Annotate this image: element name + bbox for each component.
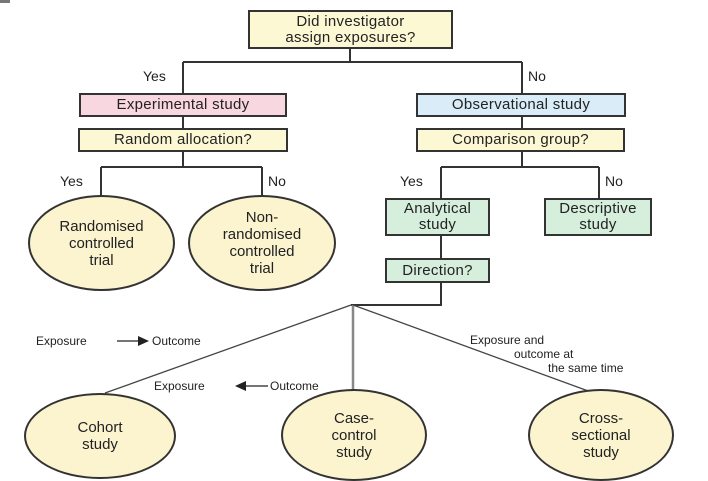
descriptive-line-2: study: [579, 216, 617, 233]
forward-outcome-label: Outcome: [152, 334, 201, 348]
randomised-controlled-trial-ellipse: Randomised controlled trial: [28, 195, 175, 291]
forward-exposure-label: Exposure: [36, 334, 87, 348]
simultaneous-line-1: Exposure and: [470, 333, 545, 347]
forward-arrow-icon: [138, 336, 149, 346]
descriptive-line-1: Descriptive: [559, 200, 637, 217]
experimental-study-box: Experimental study: [79, 93, 287, 117]
random-allocation-box: Random allocation?: [78, 128, 288, 152]
case-control-study-ellipse: Case- control study: [281, 389, 427, 481]
simultaneous-line-2: outcome at: [514, 347, 574, 361]
analytical-study-box: Analytical study: [385, 198, 490, 236]
descriptive-study-box: Descriptive study: [544, 198, 652, 236]
comparison-no-label: No: [605, 173, 623, 189]
cohort-study-ellipse: Cohort study: [24, 393, 176, 479]
connector-fan-cross-sectional: [352, 304, 592, 393]
analytical-line-2: study: [418, 216, 457, 233]
backward-arrow-icon: [235, 381, 246, 391]
backward-exposure-label: Exposure: [154, 379, 205, 393]
random-yes-label: Yes: [60, 173, 83, 189]
connector-direction-to-fan: [351, 283, 442, 306]
direction-box: Direction?: [385, 258, 490, 283]
branch-no-label: No: [528, 68, 546, 84]
root-question-box: Did investigator assign exposures?: [248, 10, 453, 49]
branch-yes-label: Yes: [143, 68, 166, 84]
corner-artifact: [0, 0, 10, 3]
analytical-line-1: Analytical: [403, 200, 472, 217]
comparison-yes-label: Yes: [400, 173, 423, 189]
cross-sectional-study-ellipse: Cross- sectional study: [528, 389, 674, 481]
random-no-label: No: [268, 173, 286, 189]
connector-fan-cohort: [104, 304, 352, 394]
comparison-group-box: Comparison group?: [416, 128, 625, 152]
non-randomised-controlled-trial-ellipse: Non- randomised controlled trial: [188, 195, 336, 291]
backward-outcome-label: Outcome: [270, 379, 319, 393]
root-question-line-1: Did investigator: [296, 12, 405, 30]
observational-study-box: Observational study: [416, 93, 626, 117]
root-question-line-2: assign exposures?: [285, 28, 416, 46]
simultaneous-line-3: the same time: [548, 361, 624, 375]
